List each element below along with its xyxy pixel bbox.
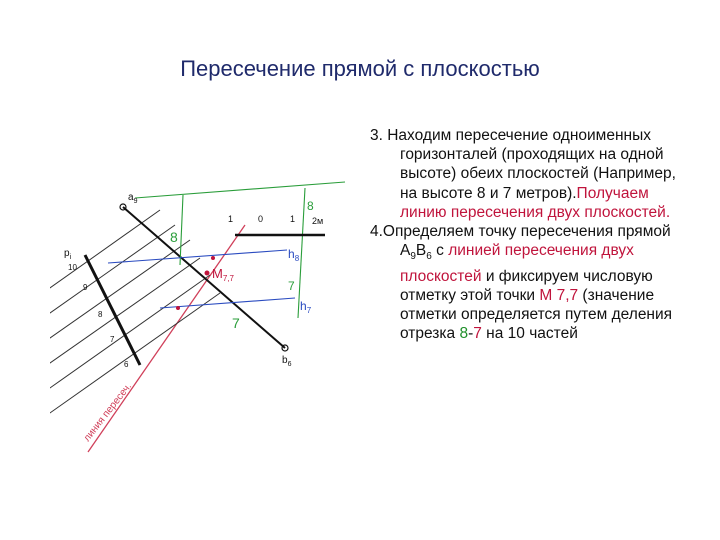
- label-scale-1a: 1: [228, 214, 233, 224]
- contour-line: [50, 274, 211, 389]
- label-tick-9: 9: [83, 283, 88, 292]
- label-tick-8: 8: [98, 310, 103, 319]
- step-4: 4.Определяем точку пересечения прямой А9…: [370, 222, 690, 343]
- label-green-8b: 8: [307, 199, 314, 213]
- step-4-text-4: (значение отметки определяется путем дел…: [400, 286, 673, 343]
- step-4-text-3: и фиксируем числовую отметку этой точки: [400, 267, 653, 304]
- point-7: [176, 306, 180, 310]
- contour-line: [50, 209, 161, 289]
- label-scale-1b: 1: [290, 214, 295, 224]
- label-h8: h8: [288, 247, 300, 263]
- green-vertical-1: [179, 194, 184, 266]
- contour-lines-plane-1: [50, 209, 221, 414]
- step-3-text: 3. Находим пересечение одноименных гориз…: [370, 127, 676, 202]
- point-a9: [119, 203, 127, 211]
- step-4-text-5: на 10 частей: [481, 325, 578, 343]
- step-4-dash: -: [468, 325, 474, 343]
- intersection-line: [87, 224, 246, 453]
- label-pi: pi: [64, 248, 72, 261]
- label-scale-2m: 2м: [312, 216, 323, 226]
- step-4-highlight-line: линией пересечения двух плоскостей: [400, 242, 634, 285]
- label-b6: b6: [282, 355, 292, 368]
- green-vertical-2: [297, 187, 306, 319]
- label-green-8: 8: [170, 229, 178, 245]
- label-tick-7: 7: [110, 335, 115, 344]
- green-top-line: [134, 181, 346, 199]
- label-intersection-line: линия пересеч.: [82, 381, 134, 444]
- slope-scale-line: [83, 254, 142, 366]
- sub-a: 9: [410, 251, 416, 263]
- line-a9-b6: [122, 206, 286, 349]
- label-a9: a9: [128, 192, 138, 205]
- step-3: 3. Находим пересечение одноименных гориз…: [370, 126, 690, 222]
- contour-line: [50, 239, 191, 339]
- point-m: [204, 270, 210, 276]
- green-construction: [134, 181, 346, 319]
- label-m: M7,7: [212, 266, 235, 283]
- explanation-text: 3. Находим пересечение одноименных гориз…: [370, 126, 690, 343]
- contour-line: [50, 292, 221, 414]
- sub-b: 6: [426, 251, 432, 263]
- contour-line: [50, 224, 176, 314]
- label-tick-6: 6: [124, 360, 129, 369]
- point-8: [211, 256, 215, 260]
- label-h7: h7: [300, 299, 312, 315]
- label-scale-0: 0: [258, 214, 263, 224]
- point-b6: [281, 344, 289, 352]
- page-title: Пересечение прямой с плоскостью: [180, 56, 540, 81]
- step-4-green-8: 8: [459, 325, 469, 343]
- horizontal-h8: [107, 249, 288, 264]
- step-4-text-b: В: [415, 242, 427, 260]
- contour-line: [50, 257, 201, 364]
- step-3-highlight: Получаем линию пересечения двух плоскост…: [400, 184, 671, 221]
- step-4-highlight-m: М 7,7: [539, 286, 579, 304]
- step-4-text-2: с: [431, 242, 449, 260]
- intersection-diagram: a9 b6 pi 10 9 8 7 6 1 0 1 2м h8 h7 8 7 8…: [50, 181, 346, 453]
- step-4-text-1: 4.Определяем точку пересечения прямой А: [370, 223, 671, 260]
- step-4-red-7: 7: [473, 325, 482, 343]
- label-green-7b: 7: [288, 279, 295, 293]
- label-green-7: 7: [232, 315, 240, 331]
- horizontal-h7: [159, 297, 296, 309]
- label-tick-10: 10: [68, 263, 77, 272]
